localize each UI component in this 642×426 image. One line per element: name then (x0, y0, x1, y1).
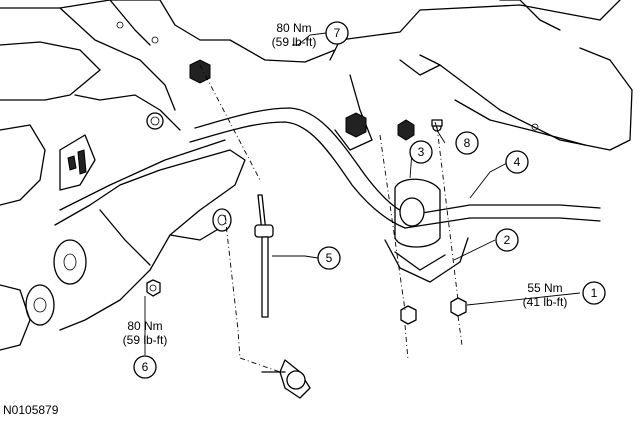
callout-circle (505, 150, 529, 174)
assembly-centerlines (199, 64, 463, 373)
callout-circle (317, 246, 341, 270)
torque-lbft: (41 lb-ft) (523, 295, 568, 309)
callout-circle (409, 140, 433, 164)
callout-2: 2 (495, 228, 519, 252)
torque-lbft: (59 lb-ft) (272, 35, 317, 49)
callout-number: 8 (464, 136, 471, 150)
torque-nm: 80 Nm (276, 21, 311, 35)
callout-number: 4 (514, 155, 521, 169)
callout-8: 8 (455, 131, 479, 155)
torque-label-6: 80 Nm (59 lb-ft) (123, 319, 168, 347)
leader-lines (144, 32, 581, 355)
callout-5: 5 (317, 246, 341, 270)
torque-label-7: 80 Nm (59 lb-ft) (272, 21, 317, 49)
callout-circle (582, 281, 606, 305)
callout-4: 4 (505, 150, 529, 174)
callout-number: 3 (418, 145, 425, 159)
callout-number: 5 (326, 251, 333, 265)
callout-circle (325, 21, 349, 45)
torque-lbft: (59 lb-ft) (123, 333, 168, 347)
callout-1: 1 (582, 281, 606, 305)
figure-id: N0105879 (3, 403, 59, 417)
torque-label-1: 55 Nm (41 lb-ft) (523, 281, 568, 309)
callout-circle (133, 355, 157, 379)
callout-number: 7 (334, 26, 341, 40)
callout-circle (455, 131, 479, 155)
torque-nm: 55 Nm (527, 281, 562, 295)
callout-number: 2 (504, 233, 511, 247)
callout-number: 1 (591, 286, 598, 300)
torque-nm: 80 Nm (127, 319, 162, 333)
callout-7: 7 (325, 21, 349, 45)
callout-number: 6 (142, 360, 149, 374)
callout-3: 3 (409, 140, 433, 164)
suspension-line-art (0, 0, 633, 399)
callout-circle (495, 228, 519, 252)
callout-6: 6 (133, 355, 157, 379)
